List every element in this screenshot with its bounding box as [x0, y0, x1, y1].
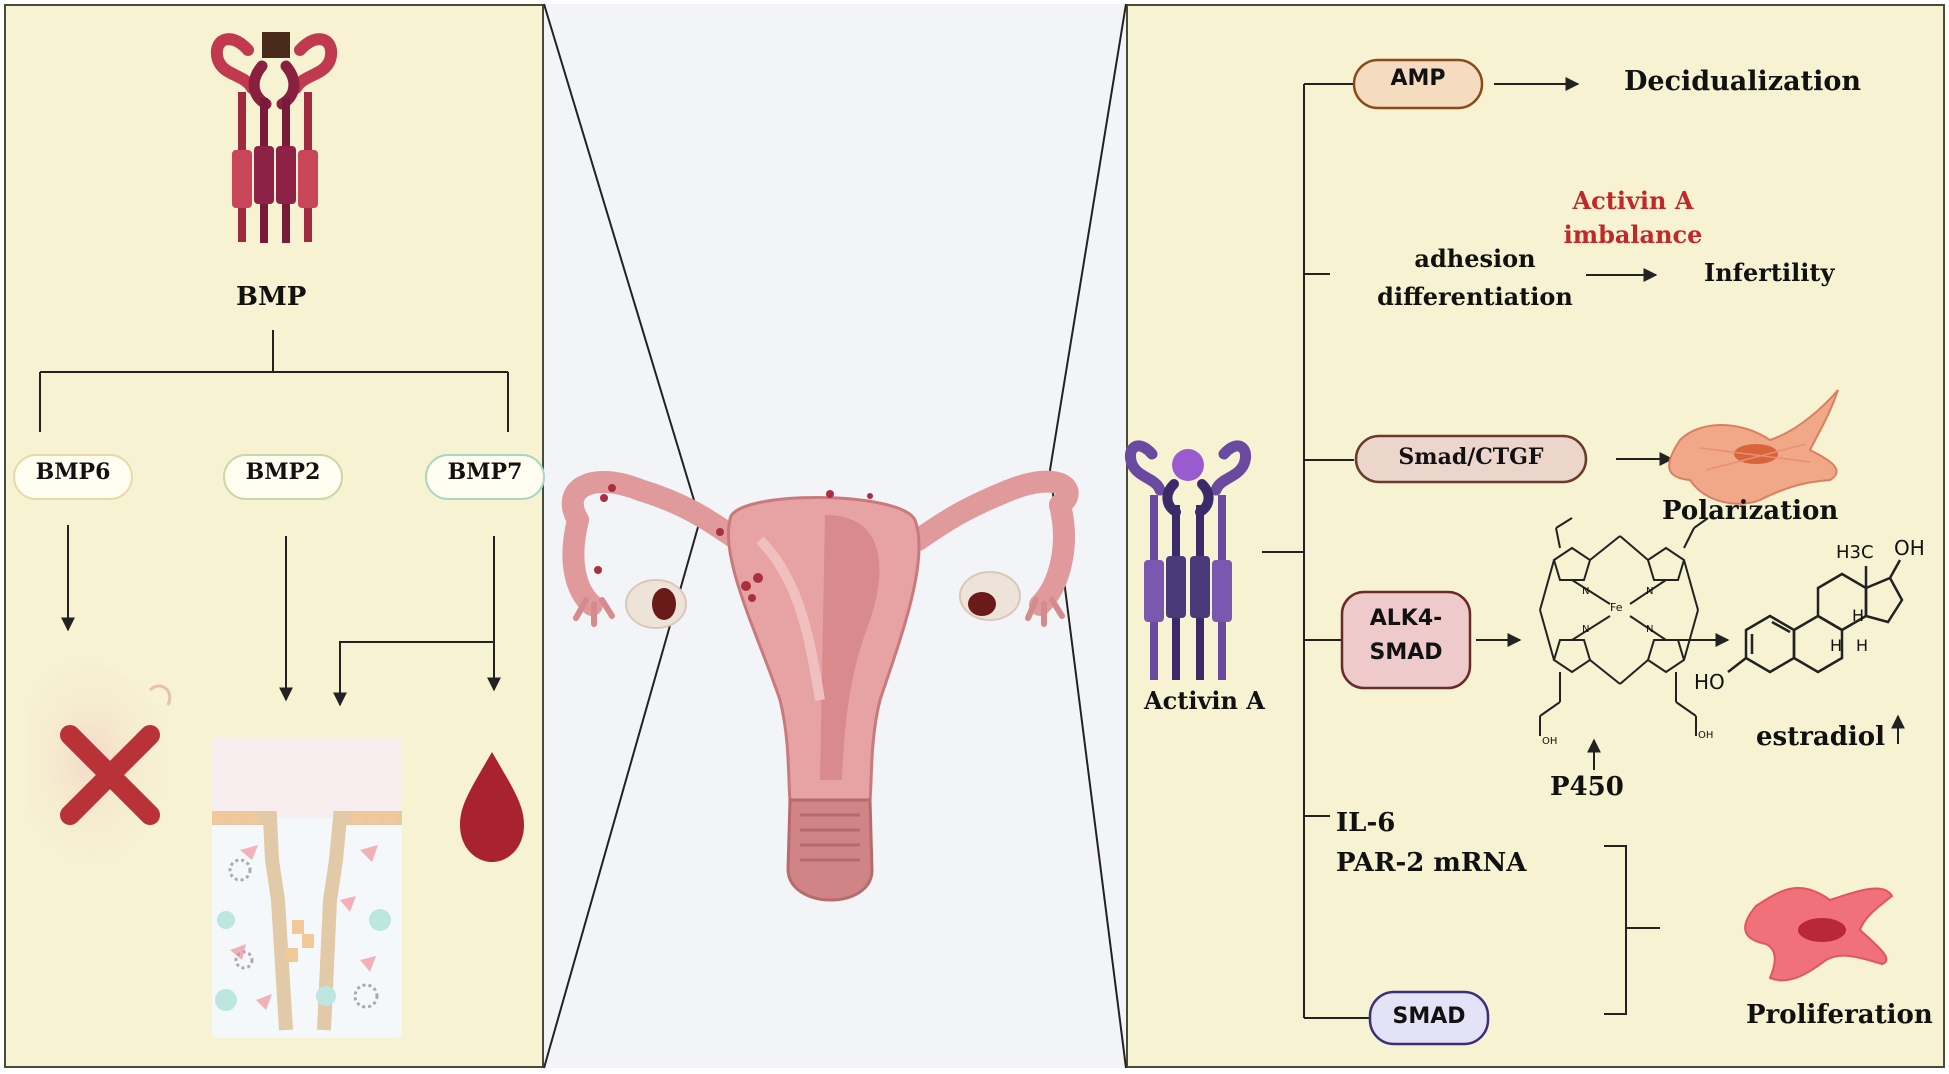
par2-label: PAR-2 mRNA	[1336, 848, 1527, 878]
bmp-receptor-icon	[210, 32, 338, 243]
decidualization-label: Decidualization	[1624, 66, 1862, 97]
chem-h-1: H	[1830, 636, 1843, 655]
chem-ho: HO	[1694, 670, 1725, 694]
bmp-label: BMP	[236, 282, 307, 312]
chem-cooh-1: OH	[1542, 736, 1558, 747]
il6-label: IL-6	[1336, 808, 1396, 838]
alk4-line1: ALK4-	[1369, 606, 1443, 631]
smad-label: SMAD	[1392, 1004, 1466, 1029]
endometrium-tissue-icon	[212, 738, 402, 1038]
bmp7-pill-bg	[425, 454, 545, 500]
smad-ctgf-pill-bg	[1354, 434, 1588, 484]
estradiol-structure	[1727, 559, 1904, 674]
chem-cooh-2: OH	[1698, 730, 1714, 741]
bmp6-label: BMP6	[35, 459, 111, 485]
funnel-line-right-top	[1049, 3, 1127, 471]
uterus-illustration	[561, 470, 1079, 902]
bmp6-pill-bg	[13, 454, 133, 500]
bmp2-pill-bg	[223, 454, 343, 500]
chem-n-4: N	[1646, 624, 1654, 635]
chem-n-3: N	[1582, 624, 1590, 635]
chem-h-3: H	[1852, 606, 1865, 625]
alk4-line2: SMAD	[1369, 640, 1443, 665]
activin-receptor-icon	[1125, 440, 1251, 680]
chem-fe: Fe	[1610, 601, 1623, 614]
p450-label: P450	[1550, 772, 1624, 802]
estradiol-label: estradiol	[1756, 722, 1886, 752]
bmp7-label: BMP7	[447, 459, 523, 485]
chem-oh-top: OH	[1894, 536, 1925, 560]
chem-h-2: H	[1856, 636, 1869, 655]
infertility-pregnancy-icon	[30, 656, 183, 863]
activin-a-label: Activin A	[1144, 686, 1265, 715]
amp-label: AMP	[1390, 66, 1446, 91]
adhesion-label: adhesion	[1414, 244, 1536, 273]
p450-heme-structure	[1539, 517, 1709, 736]
chem-n-1: N	[1582, 586, 1590, 597]
imbalance-line1: Activin A	[1572, 186, 1694, 215]
polarized-cell-icon	[1668, 389, 1839, 505]
differentiation-label: differentiation	[1377, 282, 1573, 311]
proliferating-cell-icon	[1744, 887, 1894, 982]
bmp2-label: BMP2	[245, 459, 321, 485]
alk4-smad-pill-bg	[1340, 590, 1472, 690]
chem-n-2: N	[1646, 586, 1654, 597]
chem-h3c: H3C	[1836, 542, 1874, 563]
polarization-label: Polarization	[1662, 496, 1839, 526]
smad-pill-bg	[1368, 990, 1490, 1046]
proliferation-label: Proliferation	[1746, 1000, 1933, 1030]
funnel-line-left-top	[543, 3, 701, 521]
amp-pill-bg	[1352, 58, 1484, 110]
smad-ctgf-label: Smad/CTGF	[1398, 444, 1544, 470]
infertility-label: Infertility	[1704, 258, 1835, 287]
imbalance-line2: imbalance	[1563, 220, 1703, 249]
blood-drop-icon	[460, 752, 524, 862]
